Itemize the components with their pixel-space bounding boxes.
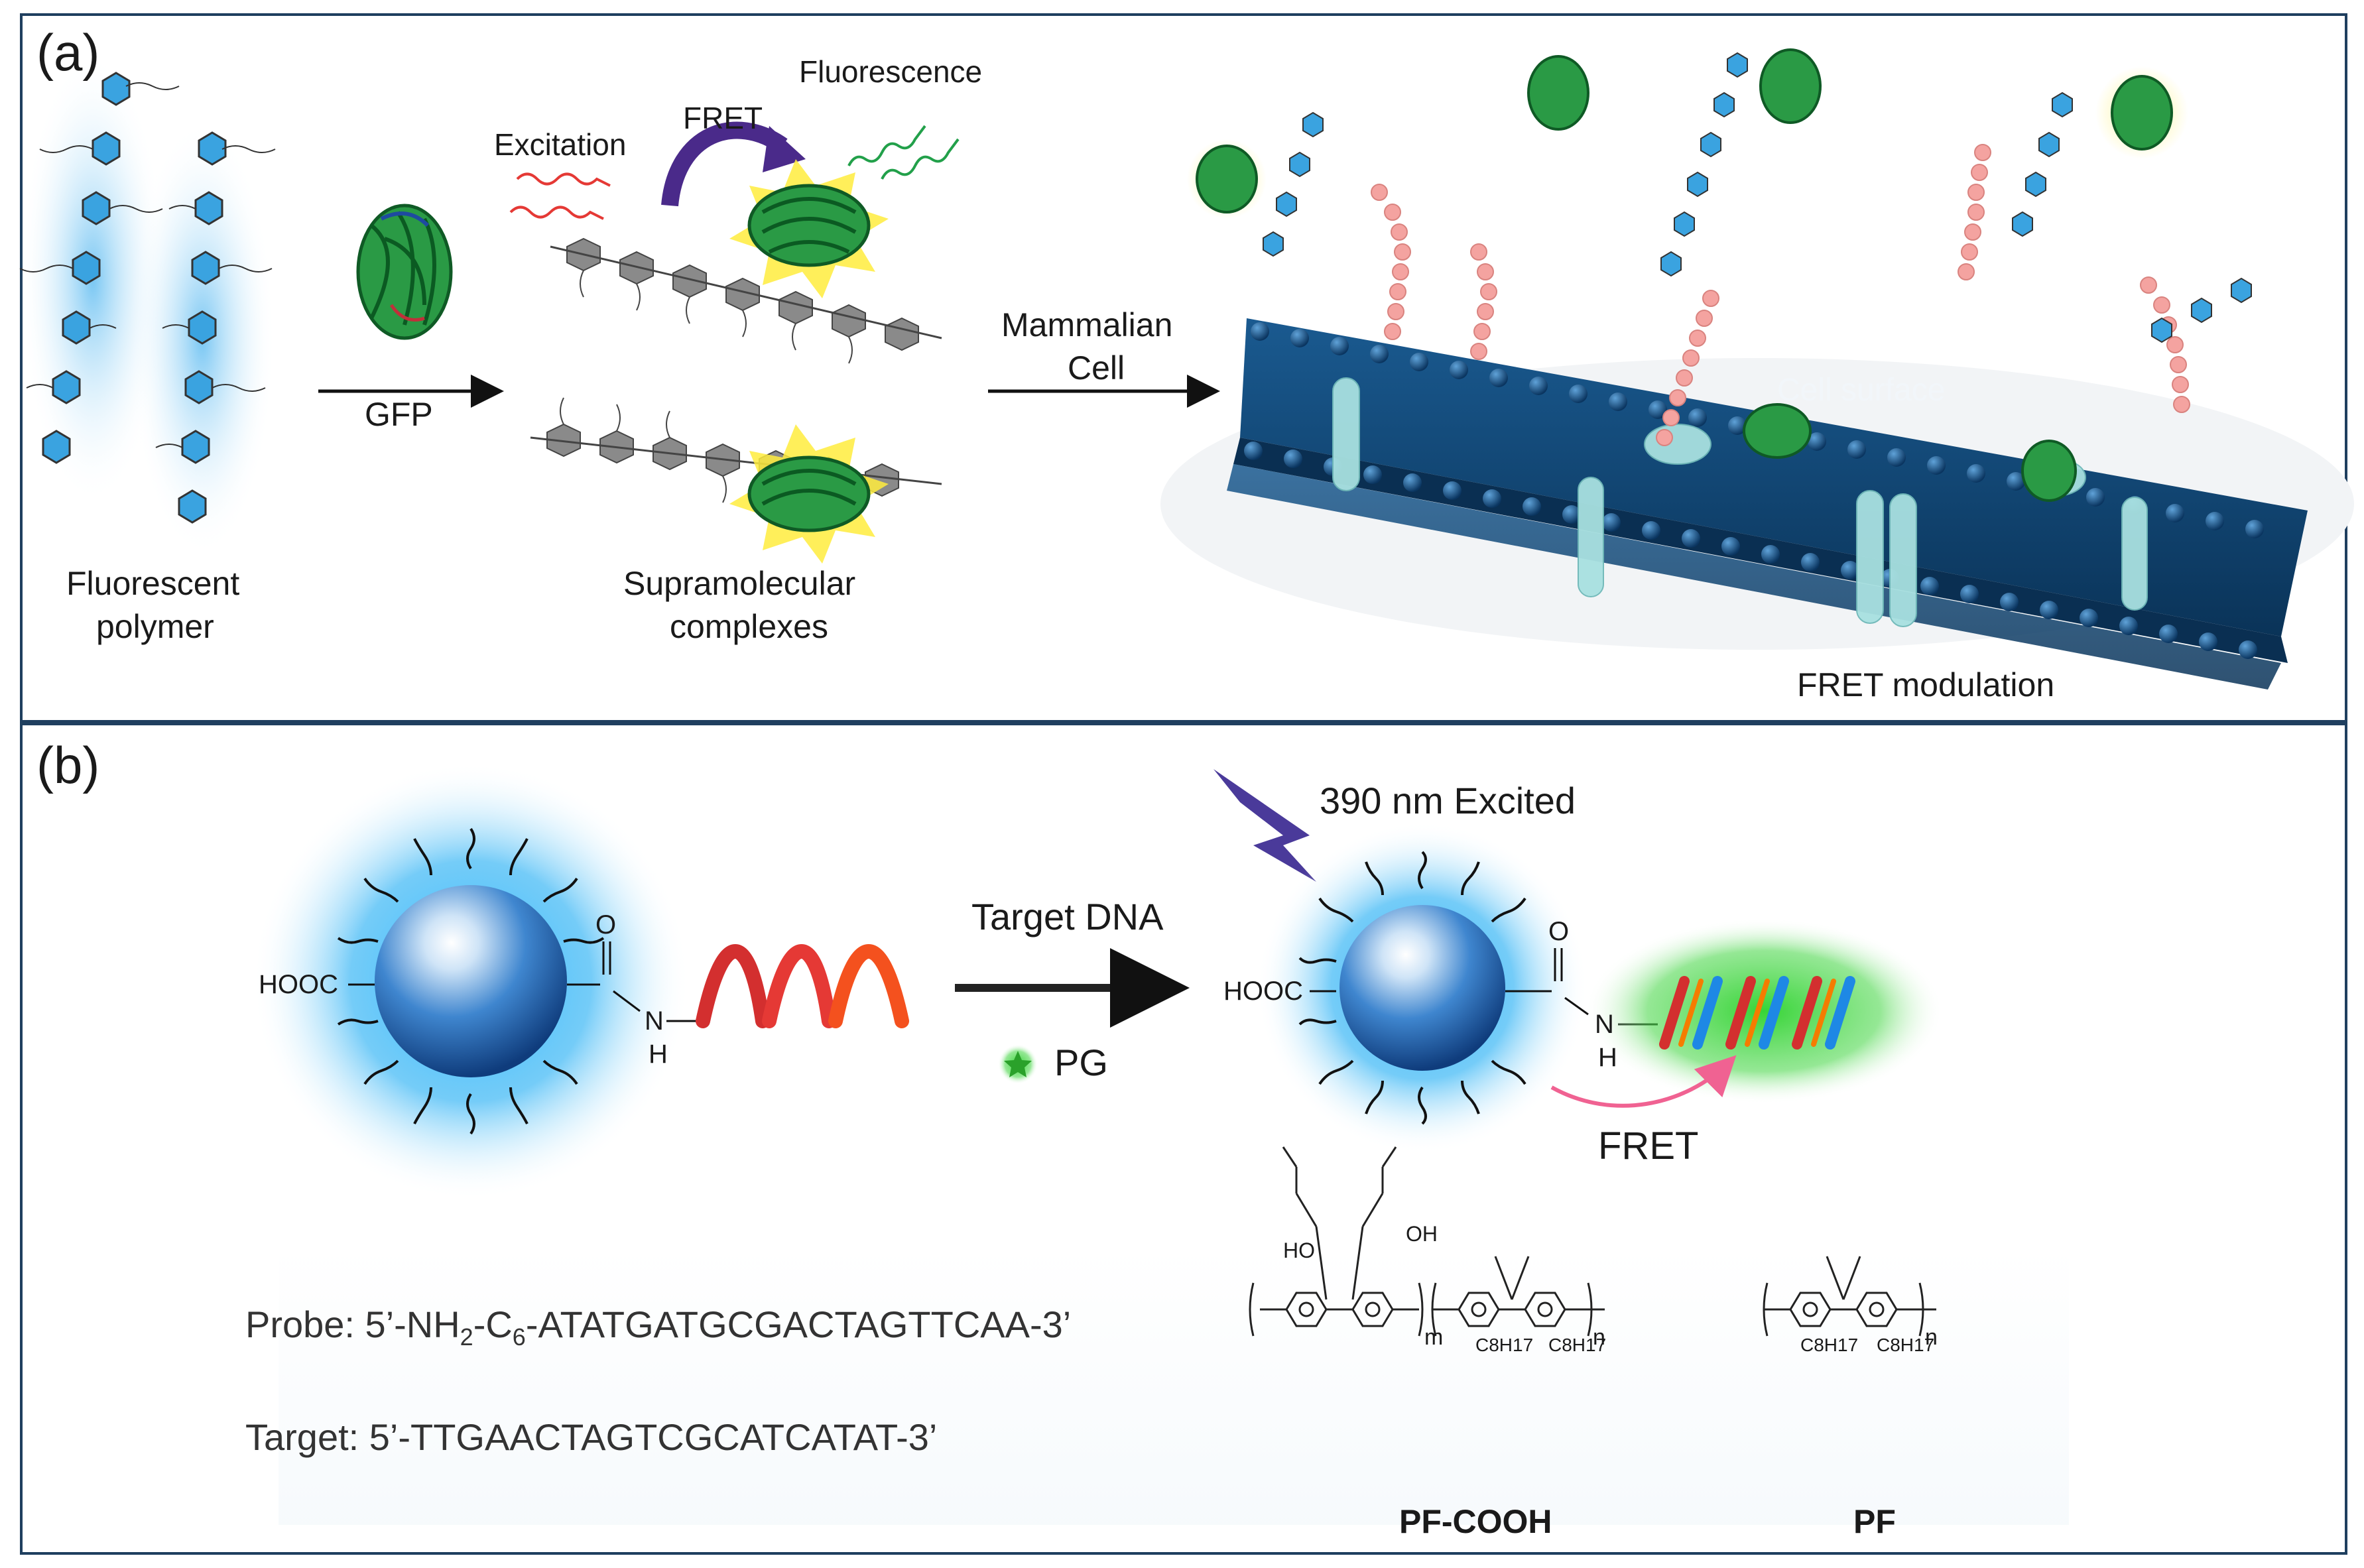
cell-polymers	[1263, 52, 2252, 343]
fluorescence-label: Fluorescence	[799, 54, 983, 89]
fret-curved-arrow	[661, 121, 788, 207]
fluorescent-polymer-label-1: Fluorescent	[66, 565, 240, 602]
pg-label: PG	[1054, 1042, 1108, 1083]
gfp-label: GFP	[365, 396, 433, 433]
c8h17-label-1: C8H17	[1475, 1335, 1534, 1355]
panel-a-tag: (a)	[36, 23, 100, 82]
hooc-right-label: HOOC	[1223, 977, 1303, 1006]
gfp-protein-left	[356, 204, 453, 340]
lightning-bolt-icon	[1213, 769, 1316, 882]
subscript-m: m	[1424, 1325, 1444, 1350]
gfp-burst-top	[729, 159, 889, 298]
cell-membrane	[1160, 318, 2354, 690]
panel-b-background-band	[279, 1246, 2069, 1525]
fret-modulation-label: FRET modulation	[1797, 666, 2055, 703]
panel-a-frame	[20, 13, 2347, 723]
target-sequence: Target: 5’-TTGAACTAGTCGCATCATAT-3’	[245, 1416, 938, 1458]
nanoparticle-left	[252, 762, 696, 1200]
o-right-label: O	[1548, 917, 1570, 946]
probe-suffix: -ATATGATGCGACTAGTTCAA-3’	[525, 1303, 1072, 1345]
mammalian-label-1: Mammalian	[1001, 306, 1173, 343]
excitation-waves	[509, 172, 611, 220]
subscript-n2: n	[1925, 1325, 1938, 1350]
h-right-label: H	[1598, 1043, 1617, 1072]
oh-label-1: OH	[1406, 1222, 1438, 1246]
probe-sub2: 2	[460, 1323, 473, 1351]
gfp-burst-bottom	[729, 424, 889, 564]
fret-label-b: FRET	[1598, 1124, 1699, 1168]
target-dna-label: Target DNA	[971, 896, 1164, 937]
supramolecular-chain-top	[550, 237, 942, 351]
panel-b-tag: (b)	[36, 736, 100, 794]
excitation-label: Excitation	[494, 127, 627, 162]
h-left-label: H	[649, 1040, 668, 1069]
subscript-n1: n	[1593, 1325, 1605, 1350]
fluorescent-polymer-left	[19, 53, 276, 557]
c8h17-label-4: C8H17	[1877, 1335, 1935, 1355]
pf-cooh-label: PF-COOH	[1399, 1503, 1552, 1540]
fret-label-a: FRET	[683, 101, 763, 135]
fluorescence-waves	[847, 125, 960, 180]
c8h17-label-3: C8H17	[1800, 1335, 1859, 1355]
o-left-label: O	[595, 910, 617, 939]
hooc-left-label: HOOC	[259, 970, 338, 999]
pf-label: PF	[1853, 1503, 1896, 1540]
excited-label: 390 nm Excited	[1320, 780, 1576, 821]
probe-sequence: Probe: 5’-NH2-C6-ATATGATGCGACTAGTTCAA-3’	[245, 1306, 1071, 1349]
probe-prefix: Probe: 5’-NH	[245, 1303, 460, 1345]
mammalian-label-2: Cell	[1068, 349, 1125, 387]
n-left-label: N	[645, 1006, 664, 1036]
fluorescent-polymer-label-2: polymer	[96, 608, 214, 645]
probe-mid: -C	[473, 1303, 513, 1345]
pg-star-icon	[998, 1044, 1038, 1084]
pf-structure	[1763, 1256, 1936, 1337]
n-right-label: N	[1595, 1010, 1614, 1039]
supramolecular-label-2: complexes	[670, 608, 828, 645]
cell-gfps	[1187, 48, 2188, 502]
nanoparticle-right	[1257, 822, 1658, 1154]
fret-pink-arrow	[1550, 1055, 1737, 1108]
probe-dna-strand	[696, 944, 909, 1028]
panel-b-frame	[20, 723, 2347, 1555]
cell-surface-label: Cell surface	[1777, 373, 1946, 408]
dsdna-green-glow	[1585, 918, 1943, 1104]
glycan-chains	[1371, 144, 2190, 446]
supramolecular-label-1: Supramolecular	[623, 565, 856, 602]
probe-sub6: 6	[512, 1323, 526, 1351]
c8h17-label-2: C8H17	[1548, 1335, 1607, 1355]
ho-label: HO	[1283, 1238, 1315, 1262]
pf-cooh-structure	[1249, 1146, 1605, 1337]
